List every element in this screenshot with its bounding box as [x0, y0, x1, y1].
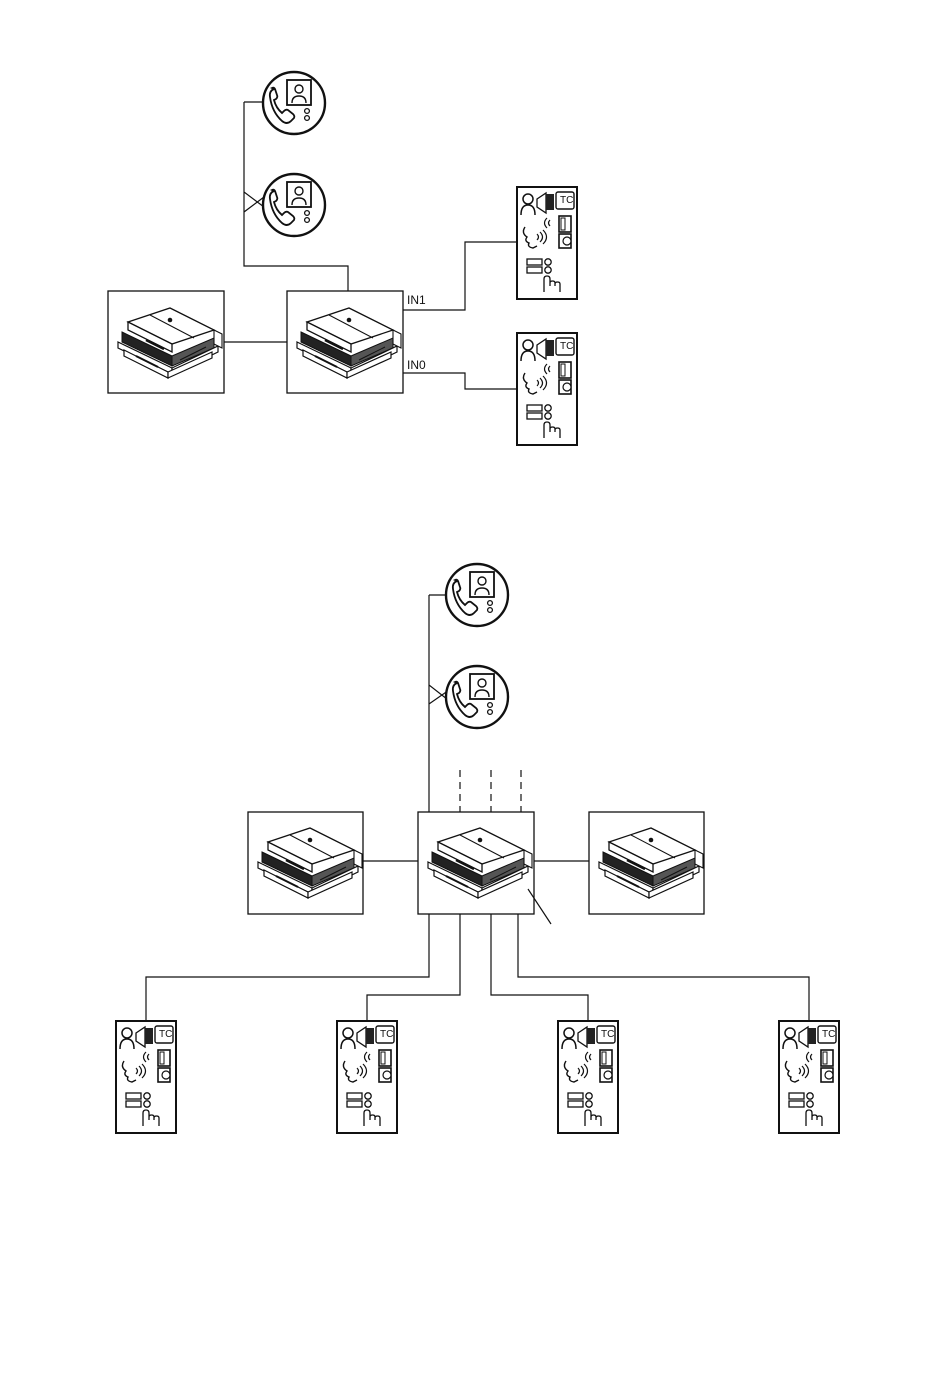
port-label-in0: IN0	[407, 358, 426, 372]
diagram-top: IN1 IN0 TC TC	[108, 72, 577, 445]
video-monitor-icon	[263, 174, 325, 236]
in0-wire	[403, 373, 517, 389]
panel-badge-label: TC	[601, 1029, 614, 1040]
diagram-bottom: TC TC TC TC	[116, 564, 839, 1133]
panel-badge-label: TC	[822, 1029, 835, 1040]
panel-badge-label: TC	[560, 341, 573, 352]
port-label-in1: IN1	[407, 293, 426, 307]
panel-wire-1	[146, 914, 429, 1021]
panel-badge-label: TC	[380, 1029, 393, 1040]
panel-badge-label: TC	[560, 195, 573, 206]
panel-wire-4	[518, 914, 809, 1021]
panel-wire-3	[491, 914, 588, 1021]
panel-wire-2	[367, 914, 460, 1021]
video-monitor-icon	[263, 72, 325, 134]
video-monitor-icon	[446, 564, 508, 626]
video-monitor-icon	[446, 666, 508, 728]
panel-badge-label: TC	[159, 1029, 172, 1040]
